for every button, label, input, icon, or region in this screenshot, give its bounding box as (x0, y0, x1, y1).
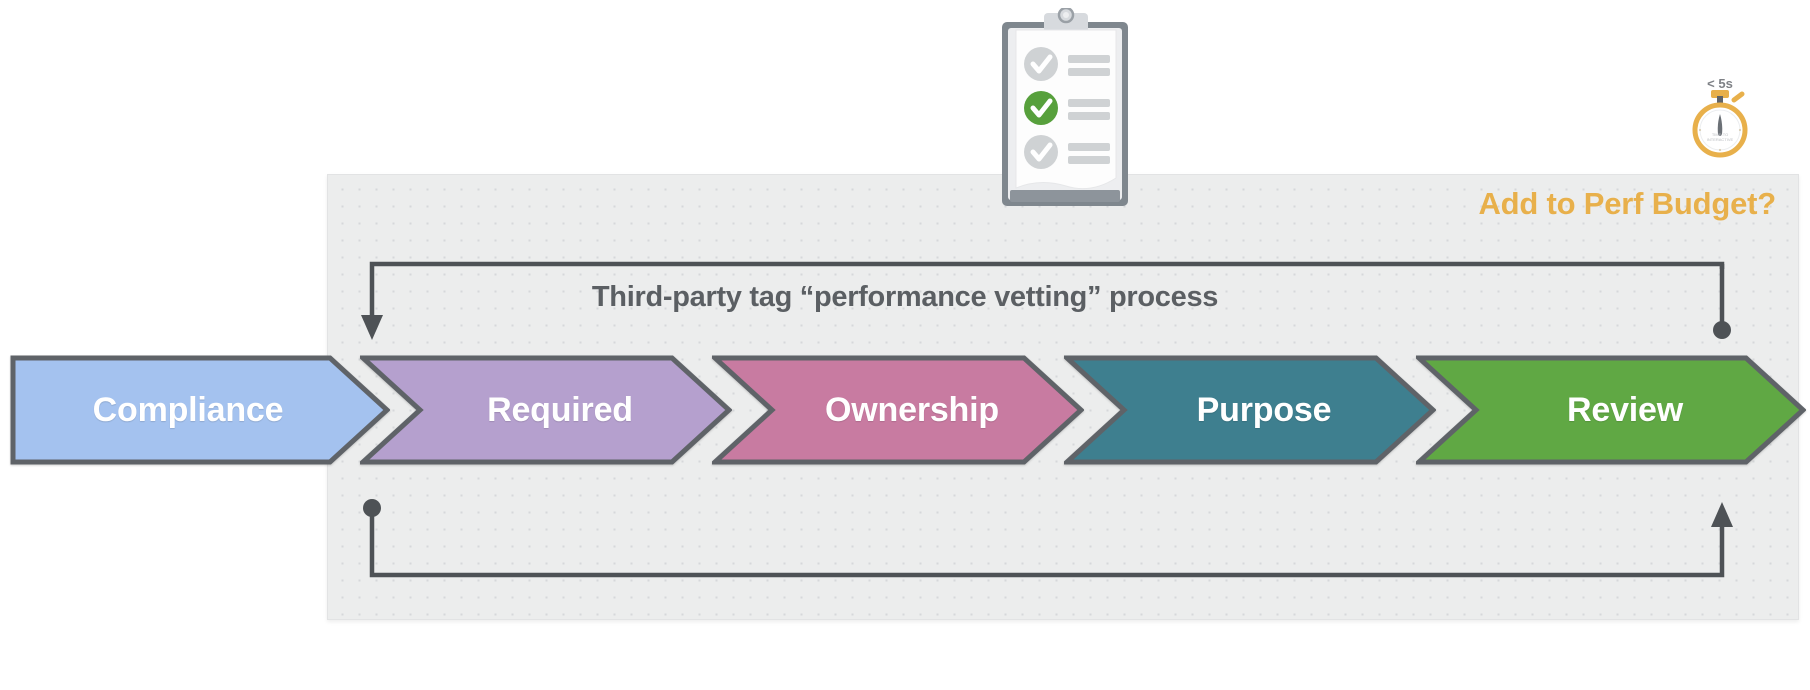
stage-label: Compliance (92, 390, 284, 429)
stage-purpose[interactable]: Purpose (1064, 355, 1436, 465)
stage-label: Purpose (1196, 390, 1332, 429)
stage-label: Review (1567, 390, 1683, 429)
stage-label: Required (487, 390, 633, 429)
clipboard-checklist-icon (996, 6, 1136, 220)
stopwatch-icon: TIME-TO INTERACTIVE (1684, 72, 1756, 162)
stage-compliance[interactable]: Compliance (10, 355, 390, 465)
panel-question-label: Add to Perf Budget? (1478, 186, 1776, 221)
stage-ownership[interactable]: Ownership (712, 355, 1084, 465)
process-title: Third-party tag “performance vetting” pr… (591, 281, 1219, 313)
stage-required[interactable]: Required (360, 355, 732, 465)
stopwatch-dial-line1: TIME-TO (1712, 132, 1728, 137)
stopwatch-dial-line2: INTERACTIVE (1707, 137, 1734, 142)
stage-label: Ownership (825, 390, 999, 429)
stage-flow: Compliance Required Ownership Purpose Re (0, 355, 1810, 465)
stage-review[interactable]: Review (1416, 355, 1806, 465)
stopwatch-threshold-label: < 5s (1707, 76, 1733, 91)
